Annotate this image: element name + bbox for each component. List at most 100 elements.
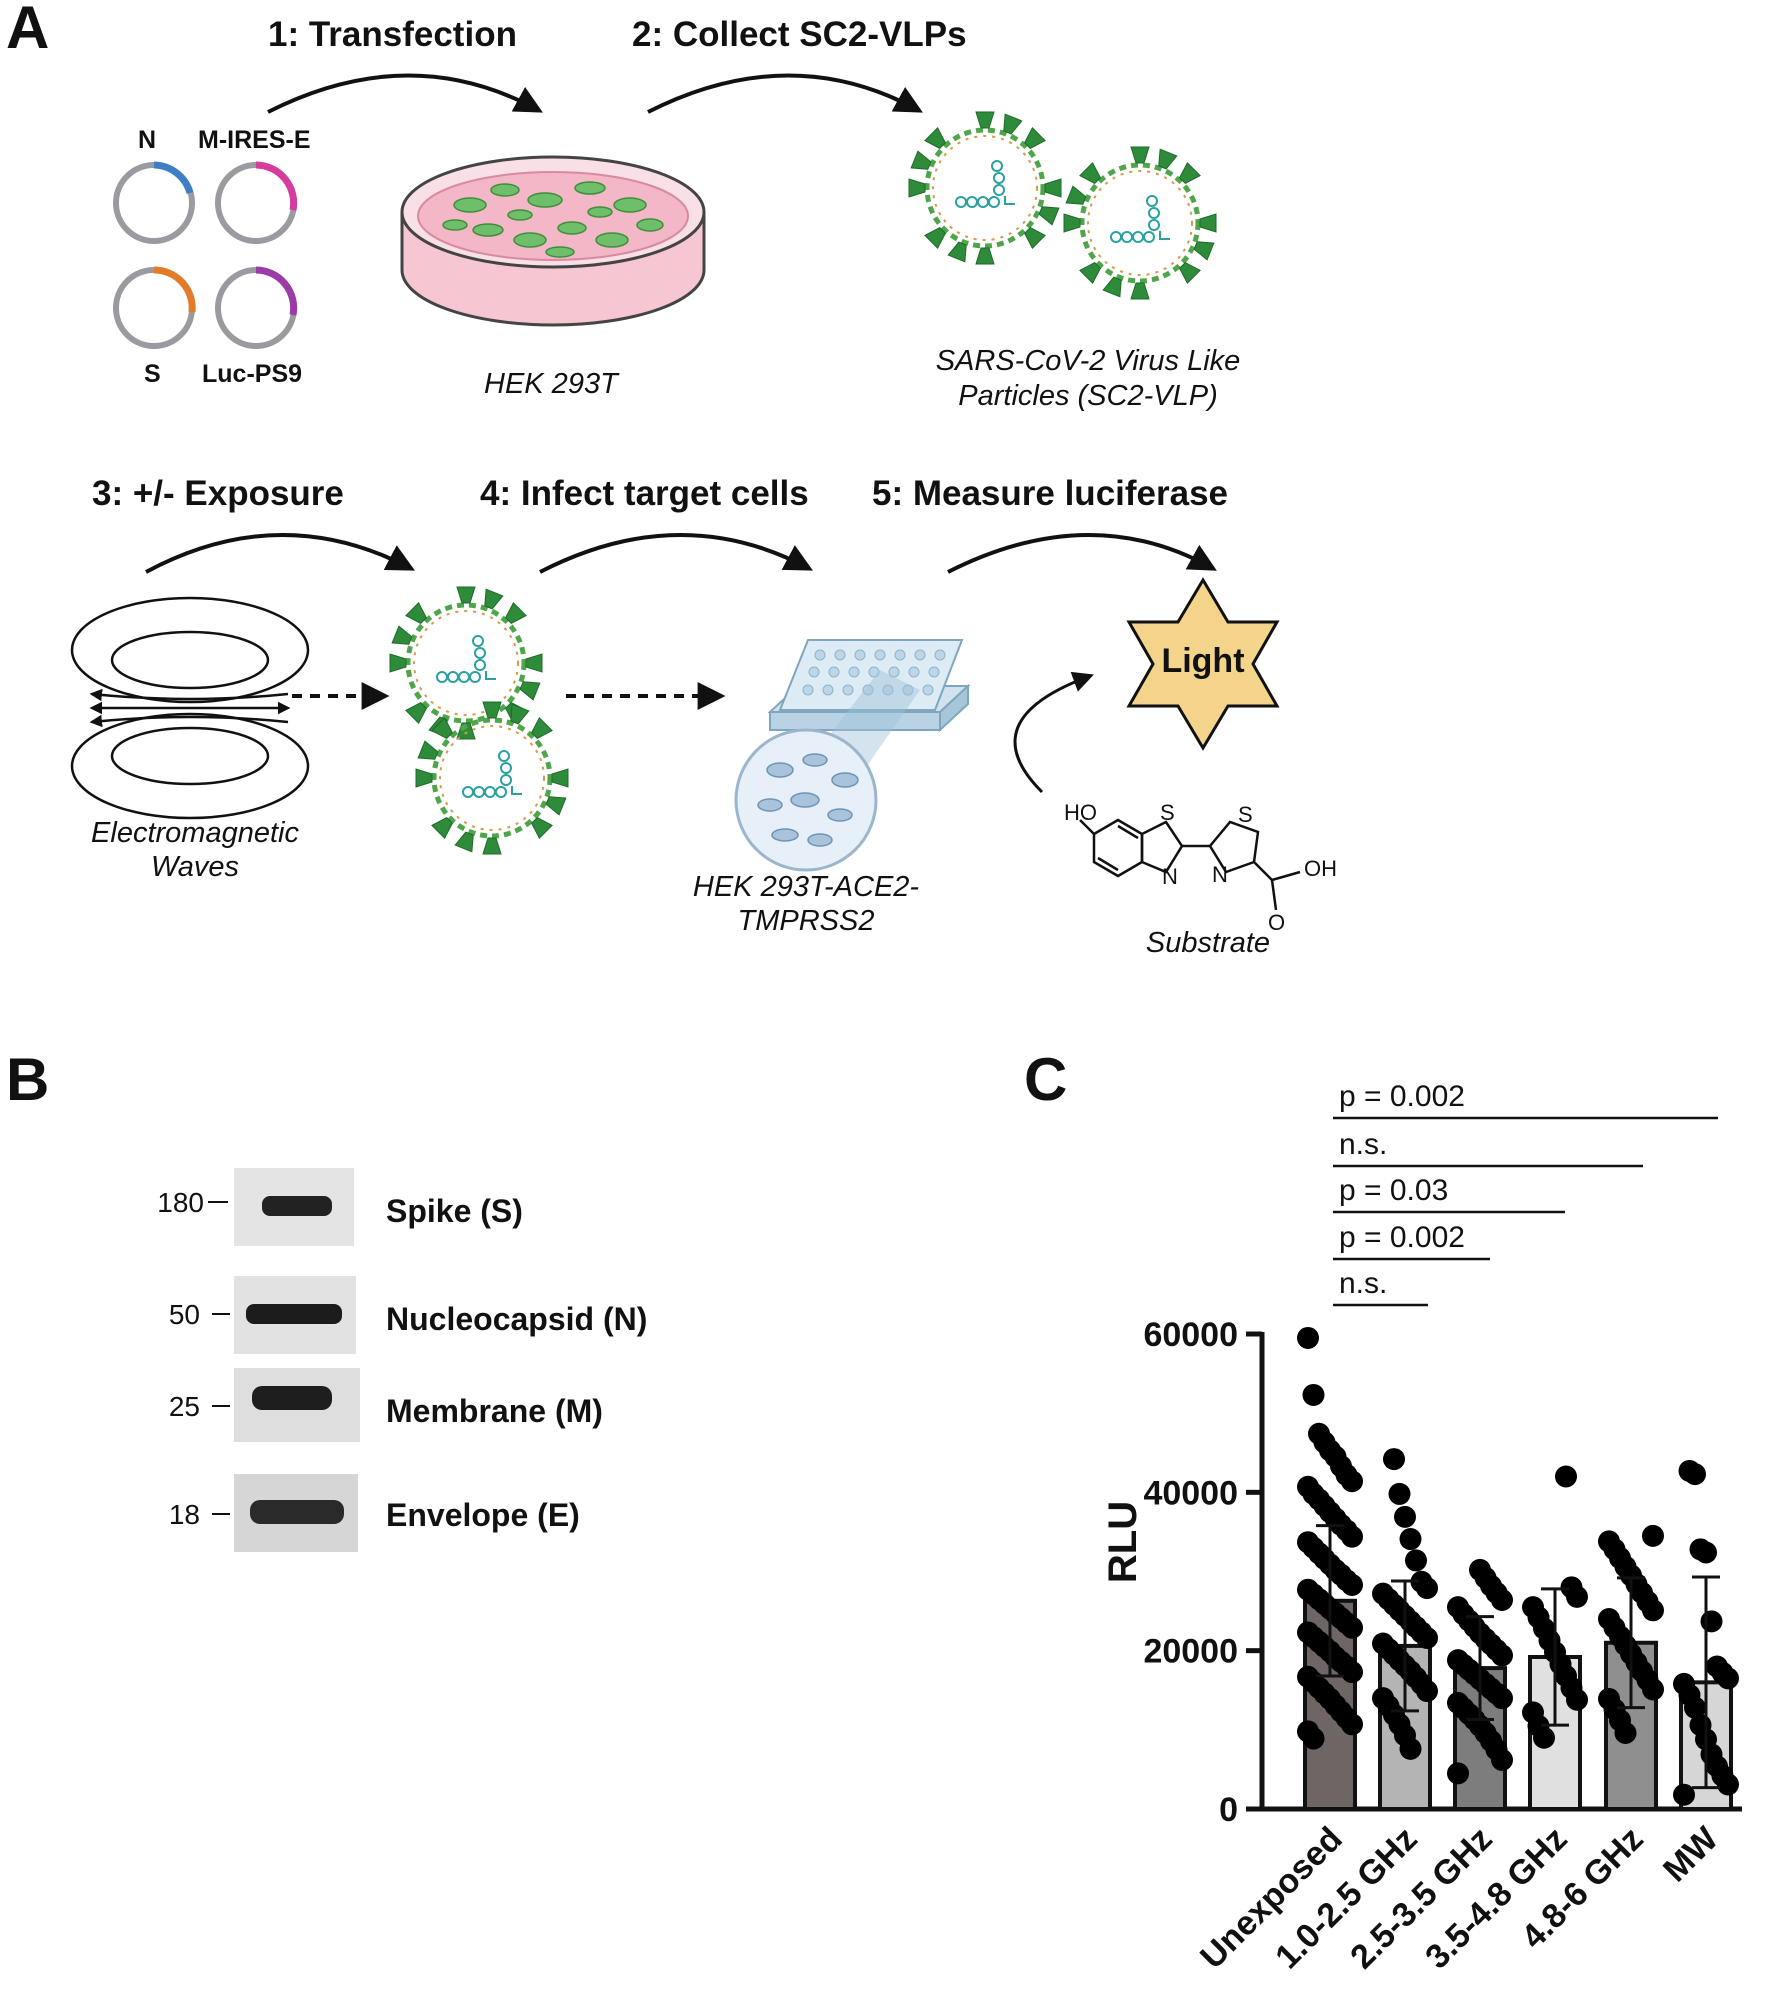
step-2-label: 2: Collect SC2-VLPs — [632, 15, 967, 54]
data-point — [1491, 1589, 1513, 1611]
data-point — [1341, 1713, 1363, 1736]
significance-brackets: n.s. p = 0.002 p = 0.03 n.s. p = 0.002 — [1333, 1080, 1718, 1307]
y-axis-label: RLU — [1101, 1501, 1145, 1583]
target-cells-label-line2: TMPRSS2 — [738, 905, 875, 937]
data-point — [1614, 1722, 1637, 1744]
step-5-arrow — [947, 533, 1217, 574]
panel-c-letter: C — [1024, 1046, 1067, 1113]
panel-b-letter: B — [6, 1046, 49, 1113]
plasmid-s-label: S — [144, 360, 161, 388]
plasmid-n-label: N — [138, 126, 156, 154]
plasmid-set: N M-IRES-E S Luc-PS9 — [113, 126, 311, 388]
chem-s2: S — [1238, 802, 1253, 827]
chem-n2: N — [1212, 862, 1228, 887]
chem-o: O — [1268, 910, 1285, 935]
x-category-label: MW — [1656, 1819, 1726, 1889]
step-1-label: 1: Transfection — [268, 15, 517, 54]
data-point — [1341, 1525, 1363, 1548]
data-point — [1405, 1549, 1427, 1572]
light-label: Light — [1161, 642, 1244, 680]
step-3-label: 3: +/- Exposure — [92, 474, 344, 513]
hek-293t-label: HEK 293T — [484, 368, 620, 400]
significance-label: n.s. — [1339, 1267, 1387, 1300]
plasmid-mie-label: M-IRES-E — [198, 126, 311, 154]
y-tick-label: 60000 — [1143, 1316, 1238, 1354]
significance-label: p = 0.002 — [1339, 1080, 1465, 1113]
plasmid-n-insert — [153, 161, 194, 195]
step-4-label: 4: Infect target cells — [480, 474, 809, 513]
target-cells-icon — [734, 728, 878, 872]
blot-band-1 — [262, 1196, 332, 1216]
chem-n1: N — [1162, 864, 1178, 889]
data-point — [1555, 1465, 1577, 1488]
blot-band-3 — [252, 1386, 332, 1410]
vlp-label-line1: SARS-CoV-2 Virus Like — [936, 345, 1241, 377]
data-point — [1717, 1773, 1739, 1796]
em-waves-label-line1: Electromagnetic — [91, 817, 299, 849]
vlp-icon-4 — [416, 702, 568, 854]
mw-marker-4: 18 — [169, 1499, 200, 1530]
data-point — [1673, 1783, 1695, 1806]
chem-s1: S — [1160, 800, 1175, 825]
y-tick-label: 20000 — [1143, 1633, 1238, 1671]
data-point — [1341, 1661, 1363, 1684]
substrate-arrow — [1013, 671, 1094, 794]
data-point — [1302, 1727, 1325, 1750]
data-point — [1416, 1627, 1438, 1649]
significance-label: p = 0.03 — [1339, 1174, 1448, 1207]
step-2-arrow — [647, 73, 923, 114]
data-point — [1642, 1678, 1664, 1701]
data-point — [1491, 1687, 1513, 1710]
data-point — [1684, 1696, 1706, 1719]
data-point — [1394, 1505, 1416, 1528]
substrate-structure-icon — [1079, 818, 1301, 911]
data-point — [1416, 1577, 1438, 1600]
data-point — [1302, 1383, 1325, 1406]
protein-label-4: Envelope (E) — [386, 1497, 580, 1533]
data-point — [1383, 1448, 1405, 1471]
protein-label-2: Nucleocapsid (N) — [386, 1301, 647, 1337]
vlp-label-line2: Particles (SC2-VLP) — [958, 380, 1217, 412]
data-point — [1491, 1644, 1513, 1667]
data-point — [1416, 1680, 1438, 1703]
plasmid-luc-insert — [255, 266, 298, 316]
data-point — [1399, 1737, 1422, 1760]
significance-label: p = 0.002 — [1339, 1221, 1465, 1254]
data-point — [1341, 1573, 1363, 1596]
data-point — [1388, 1482, 1411, 1505]
data-point — [1297, 1326, 1319, 1349]
data-point — [1695, 1541, 1717, 1564]
chem-oh: OH — [1304, 856, 1337, 881]
plasmid-mie-insert — [255, 161, 298, 211]
step-5-label: 5: Measure luciferase — [872, 474, 1228, 513]
light-star-icon — [1126, 577, 1280, 751]
substrate-label: Substrate — [1146, 927, 1270, 959]
mw-marker-2: 50 — [169, 1299, 200, 1330]
petri-dish-icon — [400, 155, 706, 327]
western-blot — [208, 1168, 360, 1552]
step-3-arrow — [145, 533, 415, 574]
data-point — [1341, 1470, 1363, 1493]
mw-marker-1: 180 — [157, 1187, 204, 1218]
data-point — [1700, 1610, 1723, 1633]
significance-label: n.s. — [1339, 1128, 1387, 1161]
bar-series — [1303, 1598, 1733, 1812]
error-bars — [1316, 1524, 1720, 1790]
protein-label-3: Membrane (M) — [386, 1393, 603, 1429]
step-4-arrow — [539, 533, 813, 574]
vlp-icon-1 — [909, 112, 1061, 264]
data-point — [1642, 1599, 1664, 1622]
protein-label-1: Spike (S) — [386, 1193, 523, 1229]
data-point — [1566, 1585, 1588, 1608]
data-point — [1447, 1762, 1469, 1785]
target-cells-label-line1: HEK 293T-ACE2- — [693, 871, 919, 903]
data-point — [1399, 1528, 1422, 1551]
data-point — [1533, 1726, 1555, 1749]
step-1-arrow — [267, 73, 543, 114]
em-waves-label-line2: Waves — [151, 851, 239, 883]
vlp-icon-2 — [1064, 147, 1216, 299]
y-tick-label: 0 — [1219, 1791, 1238, 1829]
